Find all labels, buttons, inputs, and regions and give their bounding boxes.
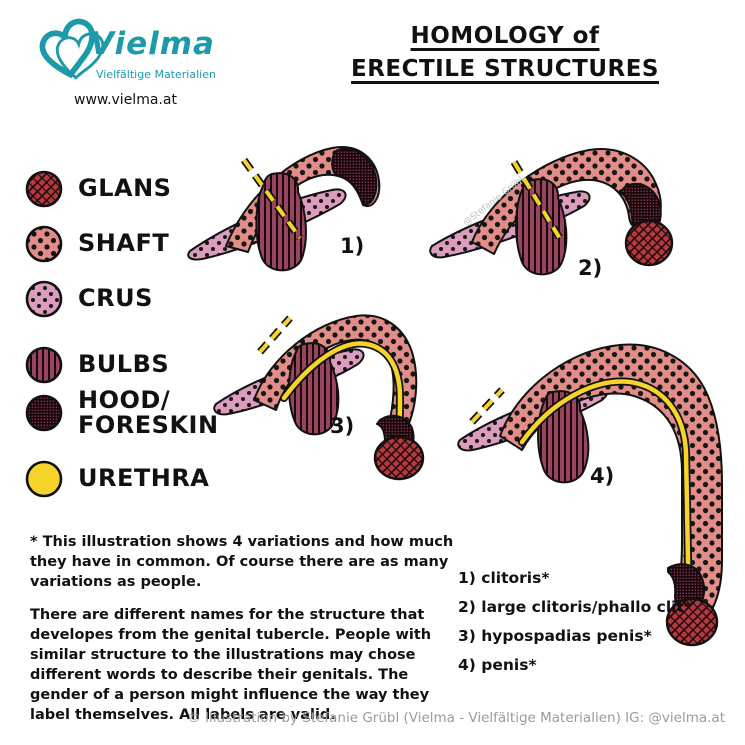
notes-block: * This illustration shows 4 variations a… [30, 532, 460, 738]
legend-label-crus: CRUS [78, 284, 153, 313]
figure-caption-list: 1) clitoris* 2) large clitoris/phallo cl… [458, 564, 692, 680]
fig4-dashed-marker [469, 387, 505, 425]
figure-4-number: 4) [590, 464, 615, 488]
fig4-dash-fill [470, 388, 504, 424]
figure-3-number: 3) [330, 414, 355, 438]
legend-row-urethra: URETHRA [24, 456, 209, 502]
figure-4-penis [457, 343, 723, 647]
heart-outline-thin [55, 32, 105, 80]
heart-outline-thick [39, 18, 95, 79]
copyright-credit: © Illustration by Stefanie Grübl (Vielma… [187, 710, 725, 726]
bulbs-pattern-swatch-icon [25, 346, 63, 384]
figure-2-large-clitoris: @Stefanie Grübl [429, 148, 674, 276]
fig2-bulb-shape [515, 178, 568, 276]
fig3-dashed-marker [257, 315, 293, 355]
legend-label-shaft: SHAFT [78, 229, 170, 258]
glans-pattern-swatch-icon [25, 170, 63, 208]
fig2-dash-fill [512, 160, 564, 244]
caption-penis: 4) penis* [458, 656, 537, 674]
note-paragraph-1: * This illustration shows 4 variations a… [30, 534, 454, 590]
caption-large-clitoris: 2) large clitoris/phallo clit* [458, 598, 692, 616]
caption-hypospadias-penis: 3) hypospadias penis* [458, 627, 652, 645]
caption-clitoris: 1) clitoris* [458, 569, 550, 587]
fig1-dash-fill [242, 158, 302, 240]
fig3-dash-fill [258, 316, 292, 354]
legend-label-hood-foreskin: HOOD/ FORESKIN [78, 386, 219, 440]
legend-row-hood: HOOD/ FORESKIN [24, 386, 219, 440]
fig3-glans-shape [373, 435, 425, 481]
legend-row-bulbs: BULBS [24, 342, 169, 388]
hood-pattern-swatch-icon [25, 394, 63, 432]
crus-pattern-swatch-icon [25, 280, 63, 318]
legend-label-urethra: URETHRA [78, 464, 210, 493]
vielma-hearts-logo-icon [39, 18, 105, 80]
legend-label-glans: GLANS [78, 174, 172, 203]
figure-1-clitoris [187, 146, 381, 272]
legend-row-glans: GLANS [24, 166, 171, 212]
legend-label-bulbs: BULBS [78, 350, 170, 379]
brand-name: Vielma [90, 26, 215, 62]
shaft-pattern-swatch-icon [25, 225, 63, 263]
page-title: HOMOLOGY of ERECTILE STRUCTURES [330, 20, 680, 87]
figure-2-number: 2) [578, 256, 603, 280]
title-line-1: HOMOLOGY of [410, 23, 600, 49]
logo-block: Vielma Vielfältige Materialien www.vielm… [26, 8, 236, 112]
title-line-2: ERECTILE STRUCTURES [350, 56, 659, 83]
note-paragraph-2: There are different names for the struct… [30, 607, 432, 723]
fig1-bulb-shape [255, 172, 307, 272]
legend-row-crus: CRUS [24, 276, 153, 322]
legend-row-shaft: SHAFT [24, 221, 169, 267]
fig1-hood-shape [331, 147, 378, 206]
website-url: www.vielma.at [74, 92, 177, 108]
fig4-glans-shape [665, 597, 719, 647]
fig2-dashed-marker [510, 160, 566, 244]
figure-3-hypospadias-penis [213, 314, 425, 481]
fig2-glans-shape [624, 219, 674, 267]
fig1-dashed-marker [240, 157, 304, 241]
brand-tagline: Vielfältige Materialien [96, 68, 216, 81]
figure-1-number: 1) [340, 234, 365, 258]
fig3-bulb-shape [288, 342, 340, 436]
urethra-swatch-icon [25, 460, 63, 498]
